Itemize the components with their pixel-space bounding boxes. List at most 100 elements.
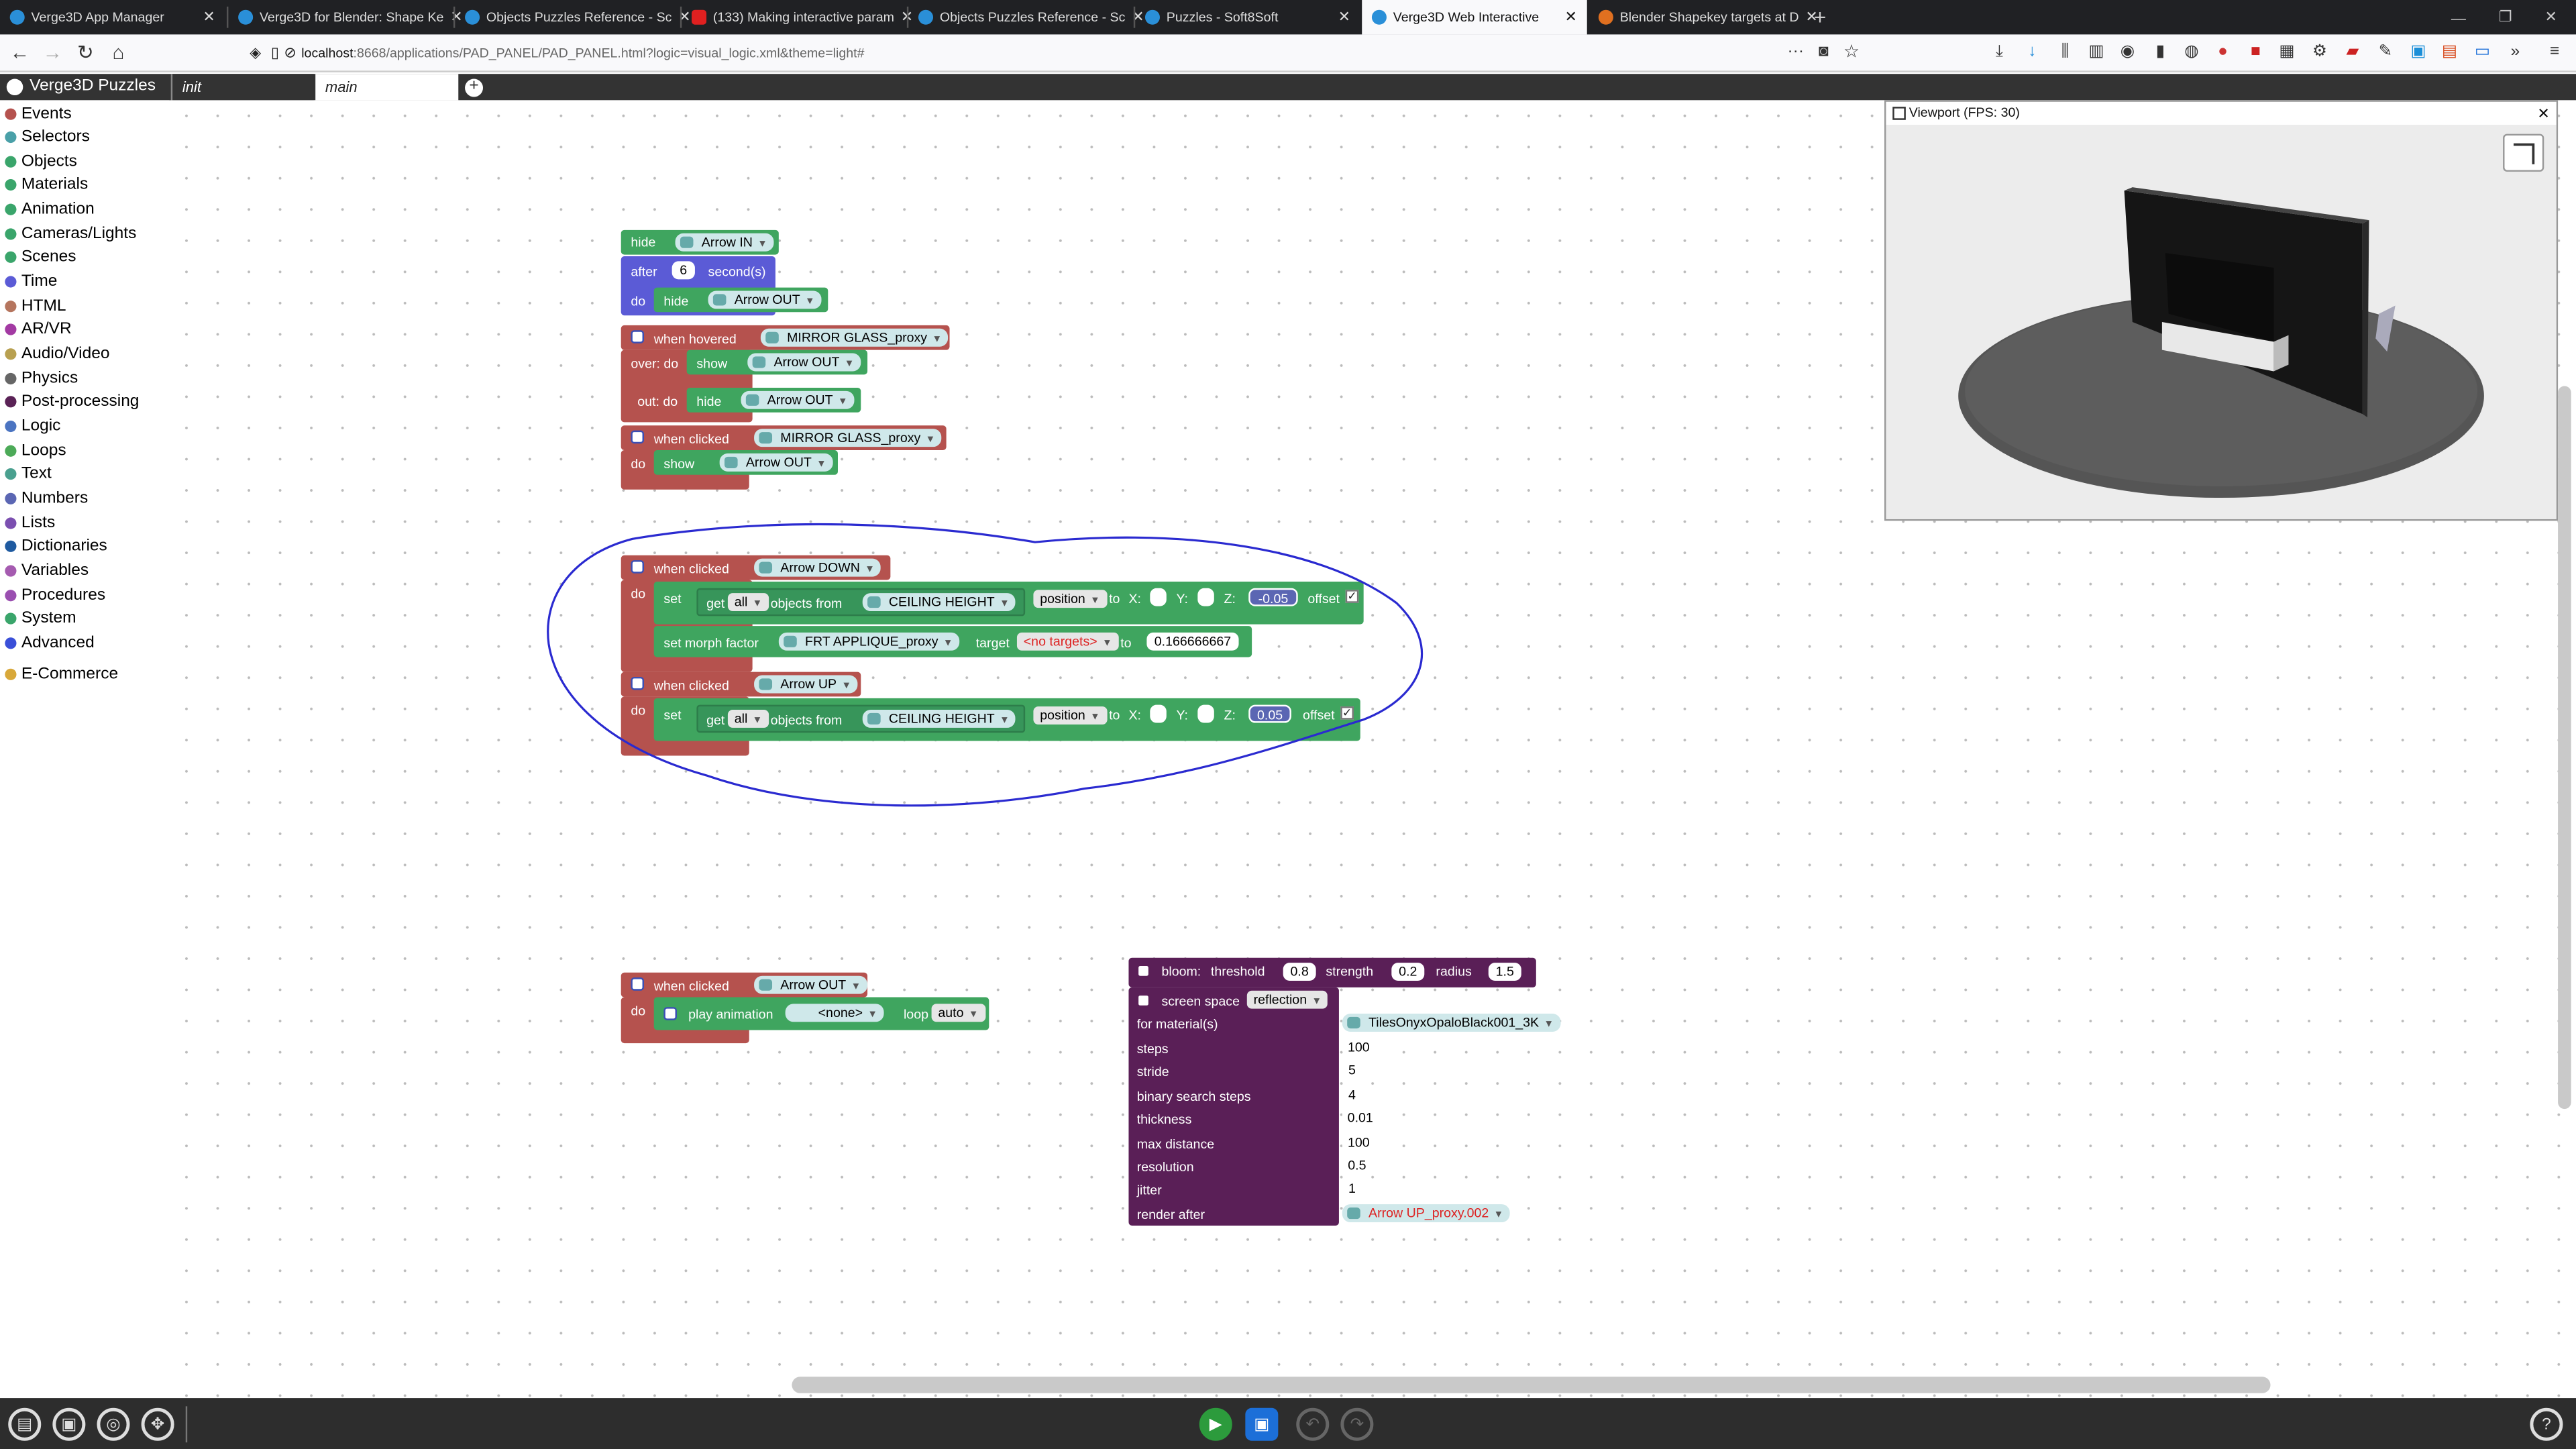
offset-checkbox[interactable]: ✓ [1345, 590, 1359, 603]
browser-tab-active[interactable]: Verge3D Web Interactive✕ [1362, 0, 1587, 35]
minimize-icon[interactable]: — [2451, 9, 2466, 25]
category-dictionaries[interactable]: Dictionaries [5, 534, 107, 557]
account-icon[interactable]: ◉ [2120, 42, 2135, 61]
transform-dropdown[interactable]: position▼ [1033, 706, 1107, 725]
gear-icon[interactable] [1136, 964, 1150, 978]
y-value[interactable] [1197, 588, 1214, 606]
bookmark-star-icon[interactable]: ☆ [1843, 42, 1860, 63]
category-audio-video[interactable]: Audio/Video [5, 341, 109, 364]
object-field[interactable]: Arrow OUT▼ [747, 353, 861, 372]
tab-init[interactable]: init [170, 74, 314, 101]
move-icon[interactable]: ✥ [141, 1407, 174, 1441]
menu-icon[interactable]: ≡ [2550, 42, 2560, 61]
category-selectors[interactable]: Selectors [5, 125, 90, 148]
thickness-value[interactable]: 0.01 [1342, 1109, 1379, 1128]
puzzle-workspace[interactable] [170, 100, 2576, 1399]
library-icon[interactable]: ⫼ [2061, 42, 2070, 61]
material-field[interactable]: TilesOnyxOpaloBlack001_3K▼ [1342, 1014, 1560, 1032]
new-tab-button[interactable]: + [1813, 5, 1827, 30]
gear-icon[interactable] [631, 330, 645, 343]
strength-value[interactable]: 0.2 [1391, 963, 1425, 981]
home-icon[interactable]: ⌂ [112, 41, 125, 64]
object-field[interactable]: Arrow OUT▼ [719, 453, 833, 472]
object-field[interactable]: MIRROR GLASS_proxy▼ [760, 328, 949, 347]
category-post-processing[interactable]: Post-processing [5, 389, 139, 412]
help-icon[interactable]: ? [2530, 1407, 2563, 1441]
gear-icon[interactable] [663, 1007, 677, 1020]
add-tab-button[interactable]: + [465, 78, 484, 97]
close-tab-icon[interactable]: ✕ [450, 8, 463, 25]
bloom-block[interactable] [1128, 957, 1536, 987]
category-numbers[interactable]: Numbers [5, 486, 88, 509]
camera-icon[interactable]: ◎ [97, 1407, 130, 1441]
eyedropper-icon[interactable]: ✎ [2378, 42, 2393, 61]
object-field[interactable]: Arrow OUT▼ [754, 975, 867, 994]
browser-tab[interactable]: Puzzles - Soft8Soft✕ [1135, 0, 1360, 34]
category-ar-vr[interactable]: AR/VR [5, 317, 72, 340]
x-value[interactable] [1150, 588, 1167, 606]
category-physics[interactable]: Physics [5, 366, 78, 389]
gear-icon[interactable] [631, 676, 645, 690]
sidebar-icon[interactable]: ▥ [2088, 42, 2104, 61]
extension-pdf-icon[interactable]: ▰ [2346, 42, 2359, 61]
collection-field[interactable]: CEILING HEIGHT▼ [862, 593, 1016, 612]
radius-value[interactable]: 1.5 [1488, 963, 1521, 981]
get-mode-dropdown[interactable]: all▼ [727, 593, 769, 612]
collection-field[interactable]: CEILING HEIGHT▼ [862, 709, 1016, 728]
category-html[interactable]: HTML [5, 294, 66, 317]
extension-red-icon[interactable]: ● [2218, 42, 2228, 61]
gear-icon[interactable] [631, 560, 645, 574]
animation-field[interactable]: <none>▼ [785, 1004, 884, 1022]
category-lists[interactable]: Lists [5, 511, 55, 534]
overflow-chevron-icon[interactable]: » [2510, 42, 2520, 61]
morph-value[interactable]: 0.166666667 [1146, 632, 1239, 651]
x-value[interactable] [1150, 704, 1167, 723]
z-value[interactable]: 0.05 [1248, 704, 1291, 723]
page-actions-icon[interactable]: ··· [1787, 42, 1805, 61]
back-icon[interactable]: ← [9, 41, 30, 64]
jitter-value[interactable]: 1 [1342, 1179, 1362, 1198]
close-tab-icon[interactable]: ✕ [1338, 8, 1351, 25]
stride-value[interactable]: 5 [1342, 1061, 1362, 1079]
browser-tab[interactable]: Blender Shapekey targets at D✕ [1589, 0, 1818, 34]
get-mode-dropdown[interactable]: all▼ [727, 709, 769, 728]
barcode-icon[interactable]: ▮ [2155, 42, 2165, 61]
library-icon[interactable]: ▤ [8, 1407, 42, 1441]
y-value[interactable] [1197, 704, 1214, 723]
max-distance-value[interactable]: 100 [1342, 1133, 1375, 1152]
threshold-value[interactable]: 0.8 [1283, 963, 1316, 981]
pocket-icon[interactable]: ◙ [1818, 42, 1829, 61]
morph-target-dropdown[interactable]: <no targets>▼ [1016, 632, 1119, 651]
object-field[interactable]: Arrow DOWN▼ [754, 558, 881, 577]
viewport-panel[interactable]: Viewport (FPS: 30) ✕ [1884, 100, 2559, 521]
close-window-icon[interactable]: ✕ [2544, 8, 2557, 25]
restore-icon[interactable]: ❐ [2498, 8, 2512, 25]
category-animation[interactable]: Animation [5, 197, 95, 220]
steps-value[interactable]: 100 [1342, 1038, 1375, 1057]
object-field[interactable]: Arrow OUT▼ [741, 390, 855, 409]
category-variables[interactable]: Variables [5, 559, 89, 582]
category-scenes[interactable]: Scenes [5, 245, 76, 268]
undo-icon[interactable]: ↶ [1296, 1407, 1330, 1441]
save-icon[interactable]: ▣ [52, 1407, 86, 1441]
address-bar[interactable]: ◈ ▯ ⊘ localhost:8668/applications/PAD_PA… [250, 40, 1876, 68]
object-field[interactable]: Arrow IN▼ [675, 233, 774, 252]
browser-tab[interactable]: (133) Making interactive param✕ [682, 0, 913, 34]
browser-tab[interactable]: Objects Puzzles Reference - Sc✕ [455, 0, 691, 34]
category-materials[interactable]: Materials [5, 172, 88, 195]
forward-icon[interactable]: → [42, 41, 63, 64]
close-tab-icon[interactable]: ✕ [1805, 8, 1818, 25]
save-button[interactable]: ▣ [1245, 1407, 1279, 1441]
object-field[interactable]: Arrow UP▼ [754, 675, 858, 694]
offset-checkbox[interactable]: ✓ [1340, 706, 1354, 720]
extension-blue-icon[interactable]: ▣ [2410, 42, 2426, 61]
browser-tab[interactable]: Verge3D App Manager✕ [0, 0, 225, 34]
category-logic[interactable]: Logic [5, 414, 60, 437]
transform-dropdown[interactable]: position▼ [1033, 590, 1107, 608]
download-icon[interactable]: ⤓ [1995, 42, 2003, 61]
object-field[interactable]: Arrow OUT▼ [708, 290, 822, 309]
category-system[interactable]: System [5, 606, 76, 629]
close-tab-icon[interactable]: ✕ [1564, 8, 1578, 25]
extension-flag-icon[interactable]: ■ [2251, 42, 2261, 61]
category-time[interactable]: Time [5, 270, 57, 292]
